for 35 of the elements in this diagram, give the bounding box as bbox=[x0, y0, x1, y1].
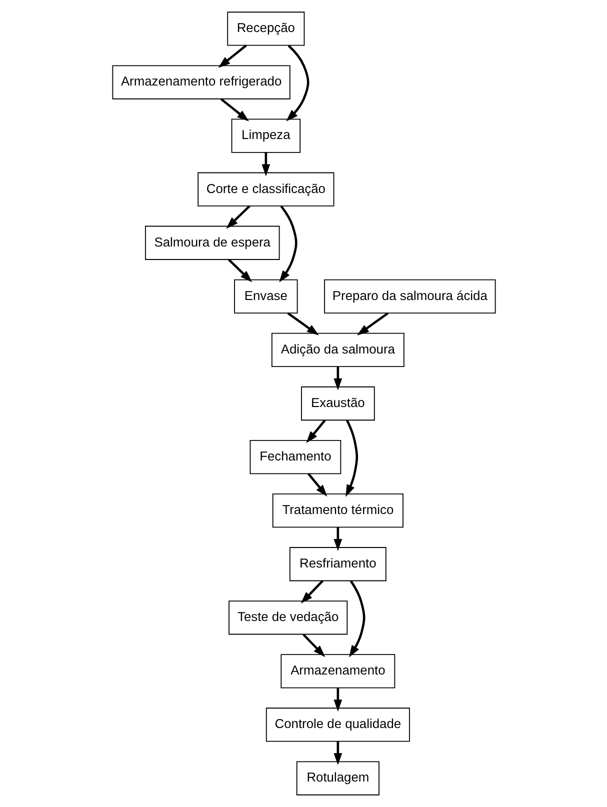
arrow bbox=[300, 580, 324, 604]
node-box: Rotulagem bbox=[296, 761, 379, 796]
arrow bbox=[333, 527, 342, 551]
arrow bbox=[333, 741, 342, 766]
arrow bbox=[302, 634, 325, 658]
node-box: Armazenamento bbox=[280, 654, 395, 688]
arrow bbox=[306, 419, 326, 444]
arrow bbox=[286, 44, 309, 122]
node-box: Resfriamento bbox=[288, 547, 386, 582]
arrow bbox=[218, 44, 246, 68]
node-box: Limpeza bbox=[230, 118, 300, 153]
arrow bbox=[227, 258, 252, 282]
node-box: Tratamento térmico bbox=[272, 494, 403, 528]
node-box: Corte e classificação bbox=[197, 172, 334, 206]
node-box: Controle de qualidade bbox=[265, 708, 410, 742]
node-box: Envase bbox=[234, 279, 298, 314]
node-box: Fechamento bbox=[249, 440, 341, 474]
node-box: Teste de vedação bbox=[228, 600, 348, 635]
node-box: Adição da salmoura bbox=[270, 332, 404, 368]
arrow bbox=[286, 312, 318, 336]
arrow bbox=[333, 688, 342, 712]
arrow bbox=[220, 98, 249, 122]
arrow bbox=[261, 152, 270, 176]
arrow bbox=[226, 205, 250, 229]
node-box: Exaustão bbox=[300, 386, 374, 421]
node-box: Recepção bbox=[226, 12, 304, 46]
node-box: Preparo da salmoura ácida bbox=[324, 279, 496, 314]
arrow bbox=[307, 473, 327, 497]
node-box: Armazenamento refrigerado bbox=[112, 65, 290, 100]
arrow bbox=[356, 312, 388, 336]
node-box: Salmoura de espera bbox=[144, 226, 280, 260]
arrow bbox=[278, 206, 297, 282]
arrow bbox=[333, 366, 342, 390]
arrow bbox=[348, 580, 365, 658]
arrow bbox=[345, 420, 358, 497]
